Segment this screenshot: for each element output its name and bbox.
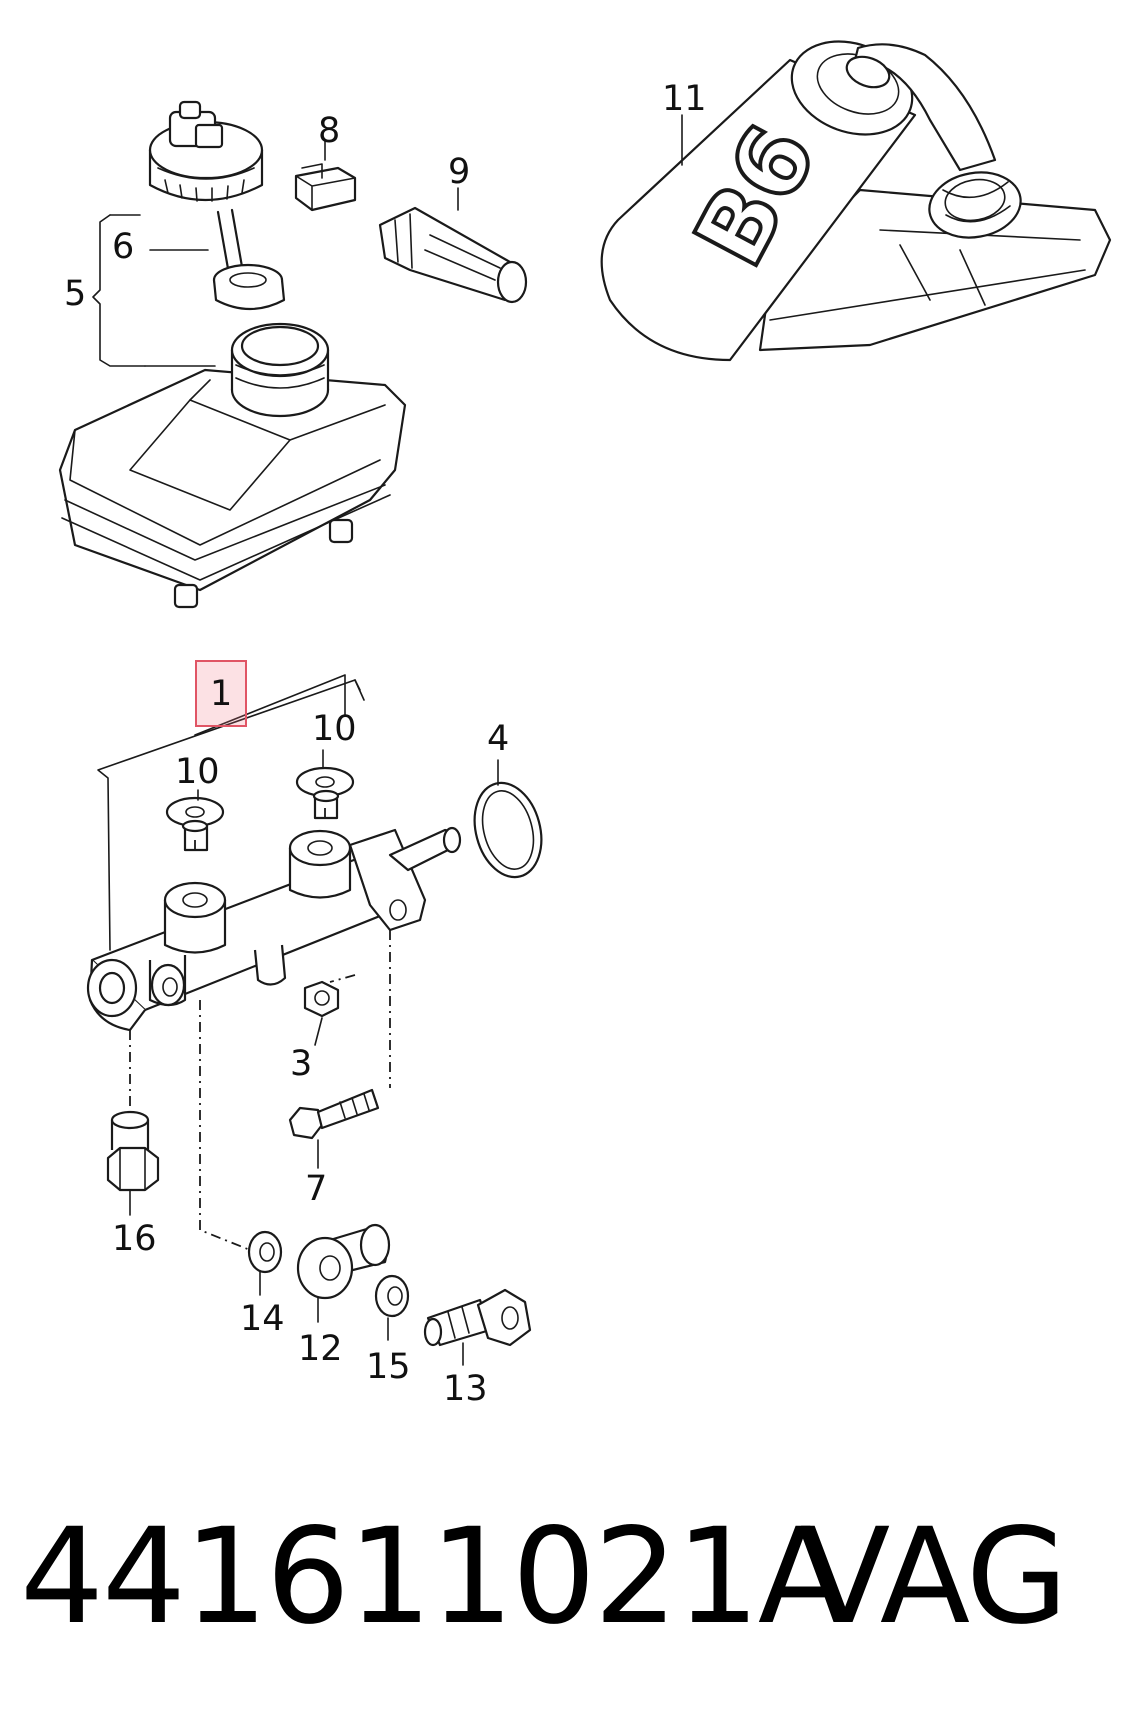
part-3-nut — [303, 980, 340, 1018]
part-13-banjo-bolt — [423, 1288, 532, 1347]
callout-11: 11 — [662, 79, 707, 119]
reservoir-cap — [148, 100, 286, 310]
callout-10-left: 10 — [175, 752, 220, 792]
callout-7: 7 — [305, 1169, 327, 1209]
callout-8: 8 — [318, 111, 340, 151]
part-7-bolt — [288, 1088, 380, 1140]
part-8-plug — [294, 163, 357, 212]
callout-9: 9 — [448, 152, 470, 192]
brand-name: VAG — [800, 1500, 1068, 1654]
brake-master-cylinder — [86, 674, 462, 1032]
part-10-seal-left — [165, 796, 225, 852]
callout-6: 6 — [112, 227, 134, 267]
callout-15: 15 — [366, 1347, 411, 1387]
callout-3: 3 — [290, 1044, 312, 1084]
part-11-reservoir-b6: B6 — [600, 40, 1112, 362]
part-9-boot — [378, 206, 528, 304]
part-16-bleeder — [106, 1110, 160, 1192]
callout-1: 1 — [210, 674, 232, 714]
part-number: 441611021A — [20, 1500, 848, 1654]
callout-5: 5 — [64, 274, 86, 314]
callout-14: 14 — [240, 1299, 285, 1339]
part-12-banjo-fitting — [296, 1223, 391, 1300]
callout-16: 16 — [112, 1219, 157, 1259]
callout-13: 13 — [443, 1369, 488, 1409]
callout-1-highlight — [195, 660, 247, 727]
callout-labels: 1 3 4 5 6 7 8 9 10 10 11 12 13 14 15 16 — [64, 79, 707, 1409]
part-10-seal-right — [295, 766, 355, 820]
brake-fluid-reservoir — [58, 322, 407, 609]
callout-10-right: 10 — [312, 709, 357, 749]
callout-4: 4 — [487, 719, 509, 759]
part-caption: 441611021AVAG — [20, 1500, 1120, 1670]
part-14-washer — [247, 1230, 283, 1274]
assembly-lines — [129, 808, 391, 1251]
part-15-washer — [374, 1274, 410, 1318]
leader-lines — [92, 114, 683, 1366]
callout-12: 12 — [298, 1329, 343, 1369]
part-4-o-ring — [473, 781, 543, 879]
